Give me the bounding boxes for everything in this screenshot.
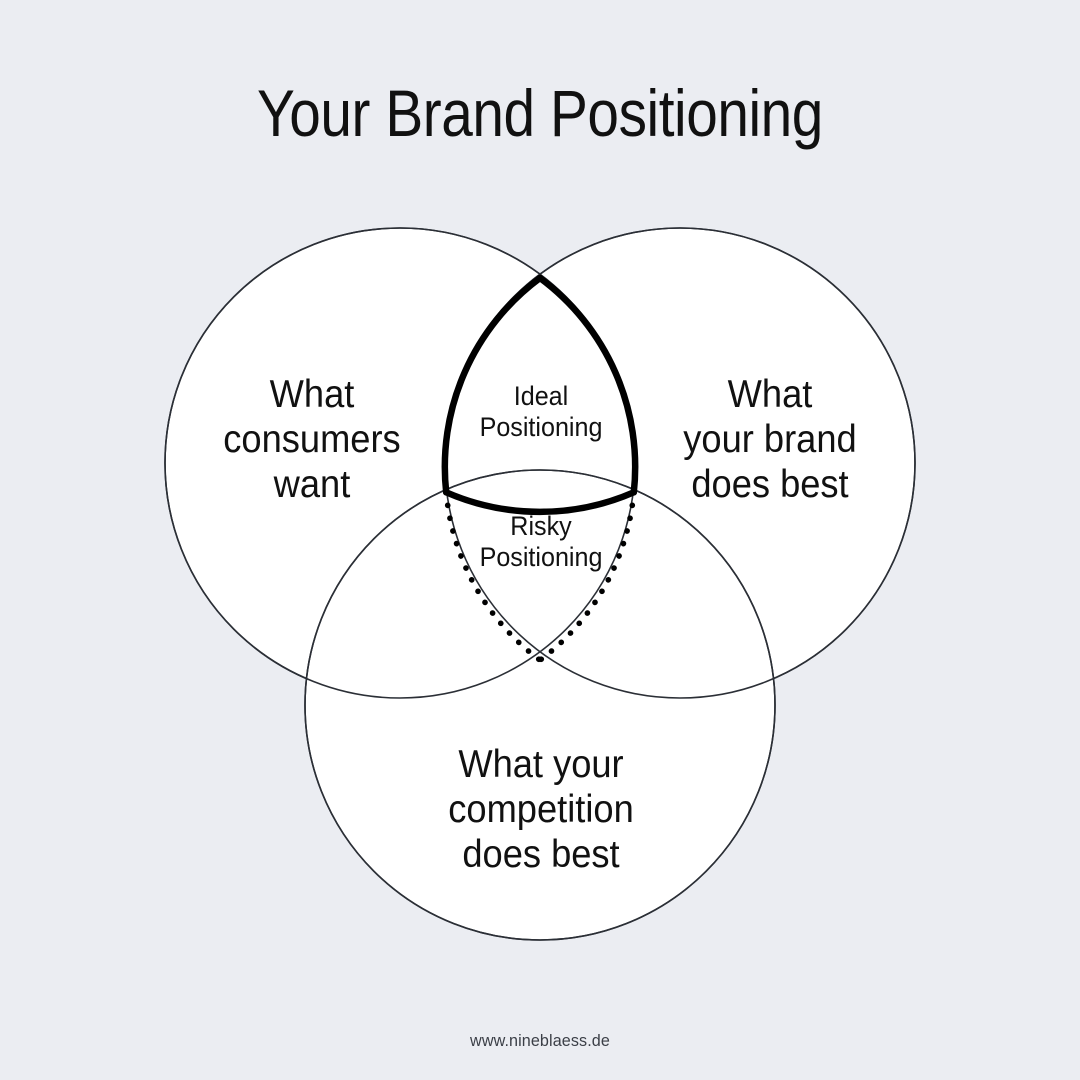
footer-website: www.nineblaess.de [470, 1031, 610, 1050]
region-risky-positioning-outline [443, 489, 637, 663]
circle-label-consumers: What consumers want [223, 373, 401, 507]
page-title: Your Brand Positioning [257, 76, 823, 150]
region-label-risky-positioning: Risky Positioning [479, 511, 603, 573]
circle-label-competition: What your competition does best [448, 743, 634, 877]
region-label-ideal-positioning: Ideal Positioning [479, 381, 603, 443]
circle-label-brand: What your brand does best [683, 373, 857, 507]
